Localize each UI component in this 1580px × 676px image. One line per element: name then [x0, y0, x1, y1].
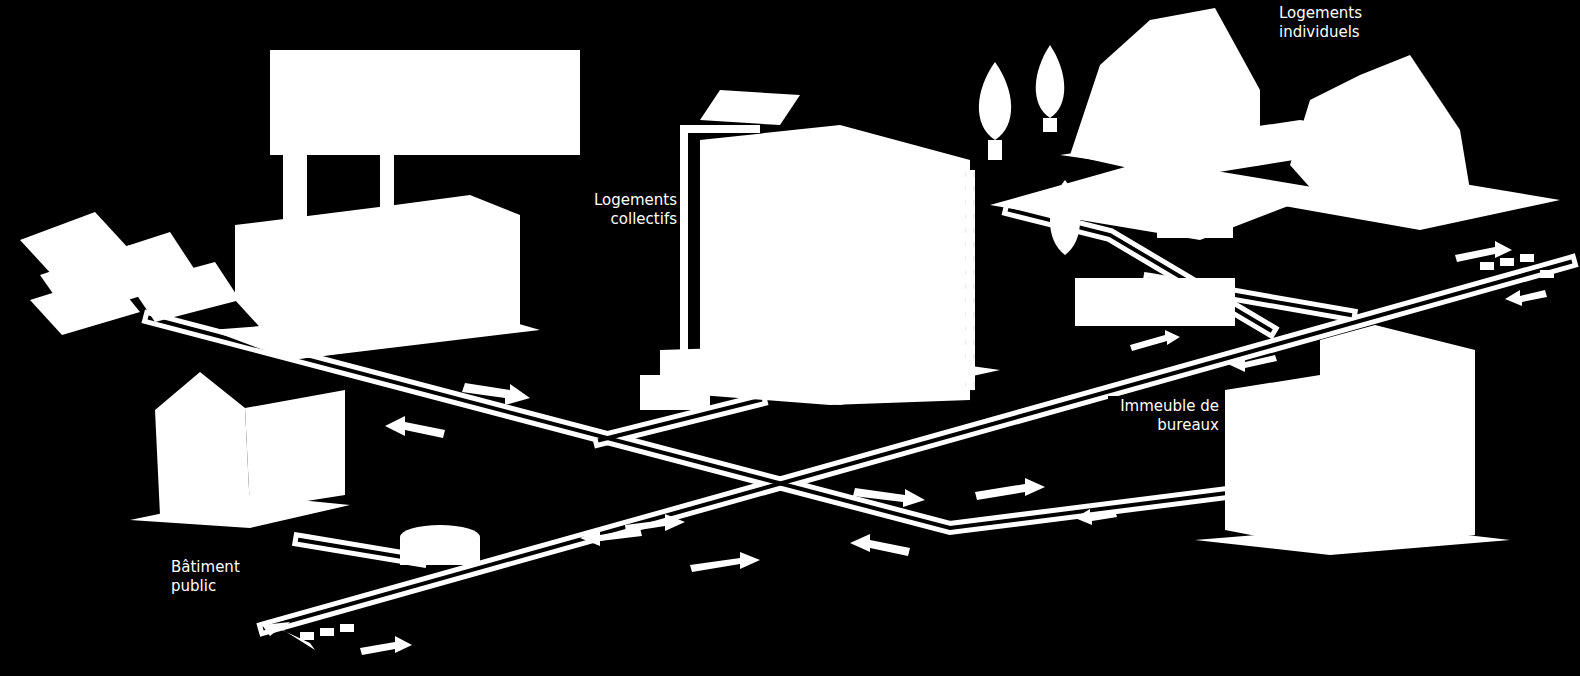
trees	[979, 45, 1080, 255]
pipe-ends	[300, 254, 1554, 640]
heat-plant	[210, 50, 580, 360]
building-label: Logements collectifs	[570, 190, 680, 230]
office-building	[1195, 325, 1510, 555]
solar-panels	[20, 212, 240, 335]
apartment-building	[640, 90, 1000, 410]
building-label: Bâtiment public	[168, 557, 264, 597]
building-label: Logements individuels	[1276, 3, 1368, 43]
individual-houses	[990, 8, 1560, 326]
building-label: Immeuble de bureaux	[1108, 396, 1222, 436]
public-building	[130, 372, 480, 565]
